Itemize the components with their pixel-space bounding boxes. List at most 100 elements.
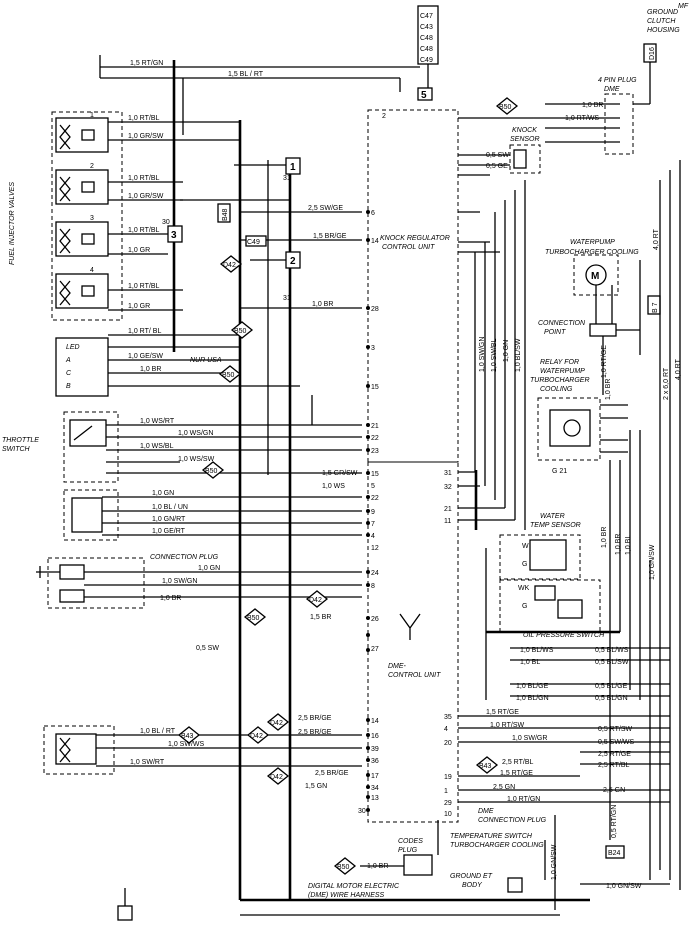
wire-label-r1: 1,0 RT/WS <box>565 115 599 122</box>
wire-label-l2: 1,0 RT/BL <box>128 115 159 122</box>
supply-wires <box>99 55 420 352</box>
dme-pin-27: 27 <box>371 646 379 653</box>
dme-control-unit <box>367 461 459 823</box>
water-temp-oil-block <box>485 534 620 700</box>
wire-label-l1: 1,5 BL / RT <box>228 71 264 78</box>
relay-c47: C47 <box>420 13 433 20</box>
throttle-switch-block <box>63 411 362 483</box>
wire-label-l32: 1,5 GN <box>305 783 327 790</box>
pin-30: 30 <box>162 219 170 226</box>
ground-clutch-2: CLUTCH <box>647 18 676 25</box>
dme-pin-22b: 22 <box>371 495 379 502</box>
dme-pin-1: 1 <box>444 788 448 795</box>
dme-pin-4b: 4 <box>444 726 448 733</box>
dme-pin-26: 26 <box>371 616 379 623</box>
wire-label-r8: 1,5 RT/GE <box>500 770 533 777</box>
dme-input-led: LED <box>66 344 80 351</box>
ref-b43-a: B43 <box>181 733 194 740</box>
junction-box-2 <box>285 251 301 269</box>
wire-label-r9: 2,5 GN <box>493 784 515 791</box>
temperature-switch-1: TEMPERATURE SWITCH <box>450 833 533 840</box>
nur-usa-label: NUR USA <box>190 357 222 364</box>
ref-c49: C49 <box>247 239 260 246</box>
dme-pin-29: 29 <box>444 800 452 807</box>
wire-label-l27: 1,0 SW/WS <box>168 741 205 748</box>
dme-pin-row <box>366 210 370 812</box>
dme-pin-15b: 15 <box>371 471 379 478</box>
dme-pin-10: 10 <box>444 811 452 818</box>
dme-control-unit-1: DME- <box>388 663 407 670</box>
dme-pin-36: 36 <box>371 758 379 765</box>
knock-regulator-1: KNOCK REGULATOR <box>380 235 450 242</box>
dme-pin-14b: 14 <box>371 718 379 725</box>
pin-31-b: 31 <box>283 295 291 302</box>
wire-label-r13: 0,5 BL/GE <box>595 683 628 690</box>
letter-g-a: G <box>522 561 527 568</box>
vlabel-9: 4,0 RT <box>653 228 660 250</box>
four-pin-plug <box>545 43 657 155</box>
wire-label-l28: 1,0 SW/RT <box>130 759 165 766</box>
vlabel-4: 1,0 BR <box>605 379 612 400</box>
connection-plug-left-label: CONNECTION PLUG <box>150 554 219 561</box>
box-3-number: 3 <box>171 230 177 241</box>
vlabel-6: 1,0 BR <box>615 534 622 555</box>
wire-label-r20: 1,0 GN/SW <box>606 883 642 890</box>
waterpump-1: WATERPUMP <box>570 239 615 246</box>
dme-pin-3: 3 <box>371 345 375 352</box>
wire-label-l26: 1,0 BL / RT <box>140 728 176 735</box>
wire-label-r14: 0,5 BL/GN <box>595 695 628 702</box>
wire-label-l6: 1,0 RT/BL <box>128 227 159 234</box>
pin-31-a: 31 <box>283 175 291 182</box>
dme-pin-20: 20 <box>444 740 452 747</box>
relay-stack-c47: 5 <box>417 5 439 101</box>
connection-point-1: CONNECTION <box>538 320 586 327</box>
wire-label-r15: 0,5 RT/SW <box>598 726 632 733</box>
bottom-wiring <box>117 820 590 921</box>
ref-b50-b: B50 <box>234 328 247 335</box>
junction-box-1 <box>285 157 301 175</box>
wire-label-l23: 1,0 BR <box>160 595 181 602</box>
pin-plug-1: 4 PIN PLUG <box>598 77 637 84</box>
ground-body-1: GROUND ET <box>450 873 493 880</box>
relay-c48b: C48 <box>420 46 433 53</box>
dme-pin-5: 5 <box>371 483 375 490</box>
dme-pin-23: 23 <box>371 448 379 455</box>
wire-label-r21: 1,0 BL/WS <box>520 647 554 654</box>
wire-label-r16: 0,5 SW/WS <box>598 739 635 746</box>
svg-text:M: M <box>591 271 599 282</box>
box-2-number: 2 <box>290 256 296 267</box>
vlabel-8: 1,0 GN/SW <box>649 544 656 580</box>
box-5-number: 5 <box>421 90 427 101</box>
right-vertical-wires <box>474 180 526 530</box>
dme-pin-21: 21 <box>371 423 379 430</box>
dme-pin-39: 39 <box>371 746 379 753</box>
ref-b50-d: B50 <box>205 468 218 475</box>
dme-input-a: A <box>65 357 71 364</box>
ref-d42-a: D42 <box>223 262 236 269</box>
ref-d42-c: D42 <box>270 720 283 727</box>
dme-pin-35: 35 <box>444 714 452 721</box>
fuel-injector-group <box>51 111 240 336</box>
wire-label-l19: 1,0 GN/RT <box>152 516 186 523</box>
vertical-buses <box>180 120 362 900</box>
dme-symbol <box>399 613 421 640</box>
dme-pin-14: 14 <box>371 238 379 245</box>
wire-label-l17: 1,0 GN <box>152 490 174 497</box>
relay-waterpump-3: TURBOCHARGER <box>530 377 590 384</box>
wire-label-l33: 1,0 BR <box>367 863 388 870</box>
letter-wk: WK <box>518 585 530 592</box>
dme-pin-7: 7 <box>371 521 375 528</box>
ref-b50-a: B50 <box>499 104 512 111</box>
wire-label-r22: 1,0 BL <box>520 659 540 666</box>
relay-c43: C43 <box>420 24 433 31</box>
vlabel-3: 1,0 BL/SW <box>515 338 522 372</box>
wire-label-r5: 1,0 RT/SW <box>490 722 524 729</box>
relay-c48a: C48 <box>420 35 433 42</box>
ground-body-2: BODY <box>462 882 483 889</box>
codes-plug-1: CODES <box>398 838 423 845</box>
ref-d42-d: D42 <box>250 733 263 740</box>
dme-input-block <box>55 337 300 397</box>
dme-pin-4: 4 <box>371 533 375 540</box>
wire-label-l18: 1,0 BL / UN <box>152 504 188 511</box>
wire-label-l14: 1,0 WS/GN <box>178 430 213 437</box>
